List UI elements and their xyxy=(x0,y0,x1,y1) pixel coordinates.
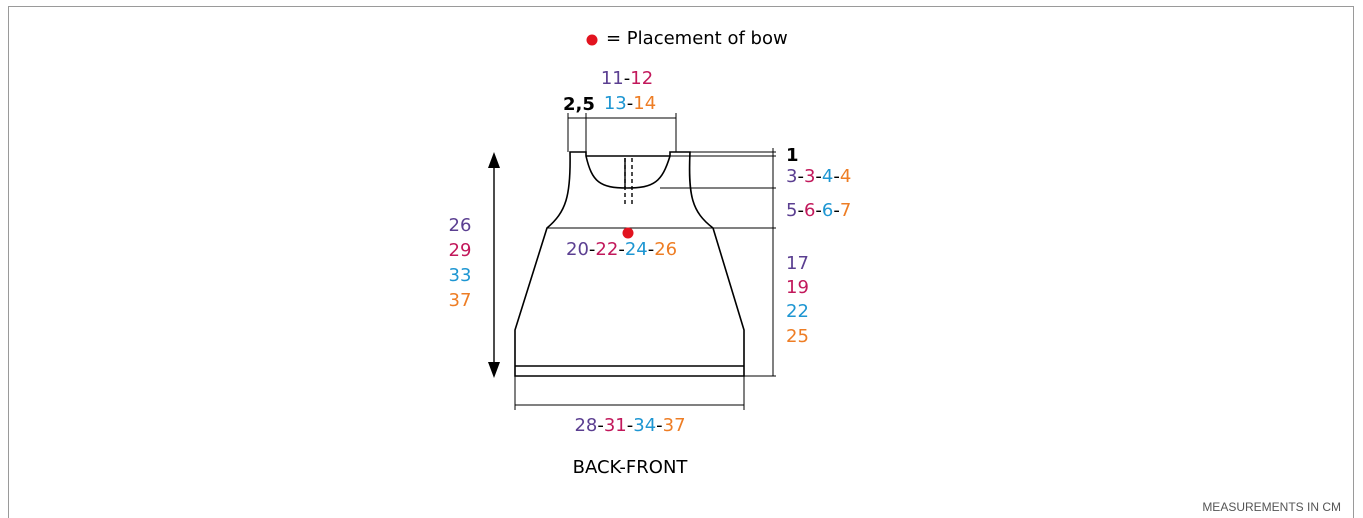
total-length-arrow xyxy=(488,152,500,378)
shoulder-label: 2,5 xyxy=(563,94,595,115)
body-length-size3: 22 xyxy=(786,301,809,322)
bottom-width-label: 28-31-34-37 xyxy=(574,415,685,436)
neck-depth-label: 3-3-4-4 xyxy=(786,166,851,187)
body-length-size4: 25 xyxy=(786,326,809,347)
placket-lines xyxy=(624,158,633,206)
total-length-size3: 33 xyxy=(449,265,472,286)
right-dimension-lines xyxy=(660,148,776,377)
body-length-size1: 17 xyxy=(786,253,809,274)
top-dimension-lines xyxy=(567,113,677,152)
top-edge-label: 1 xyxy=(786,145,799,166)
diagram-title: BACK-FRONT xyxy=(573,457,689,478)
legend-text: = Placement of bow xyxy=(606,28,788,49)
chest-width-label: 20-22-24-26 xyxy=(566,239,677,260)
neck-width-label-a: 11-12 xyxy=(601,68,653,89)
total-length-size1: 26 xyxy=(449,215,472,236)
diagram-frame xyxy=(8,6,1354,518)
bow-legend-dot xyxy=(586,34,598,46)
body-length-size2: 19 xyxy=(786,277,809,298)
total-length-size2: 29 xyxy=(449,240,472,261)
garment-outline xyxy=(514,151,745,377)
total-length-size4: 37 xyxy=(449,290,472,311)
bottom-dimension-lines xyxy=(514,376,745,410)
bow-placement-dot xyxy=(622,227,634,239)
neck-width-label-b: 13-14 xyxy=(604,93,656,114)
measurements-note: MEASUREMENTS IN CM xyxy=(1202,500,1341,514)
armhole-label: 5-6-6-7 xyxy=(786,200,851,221)
